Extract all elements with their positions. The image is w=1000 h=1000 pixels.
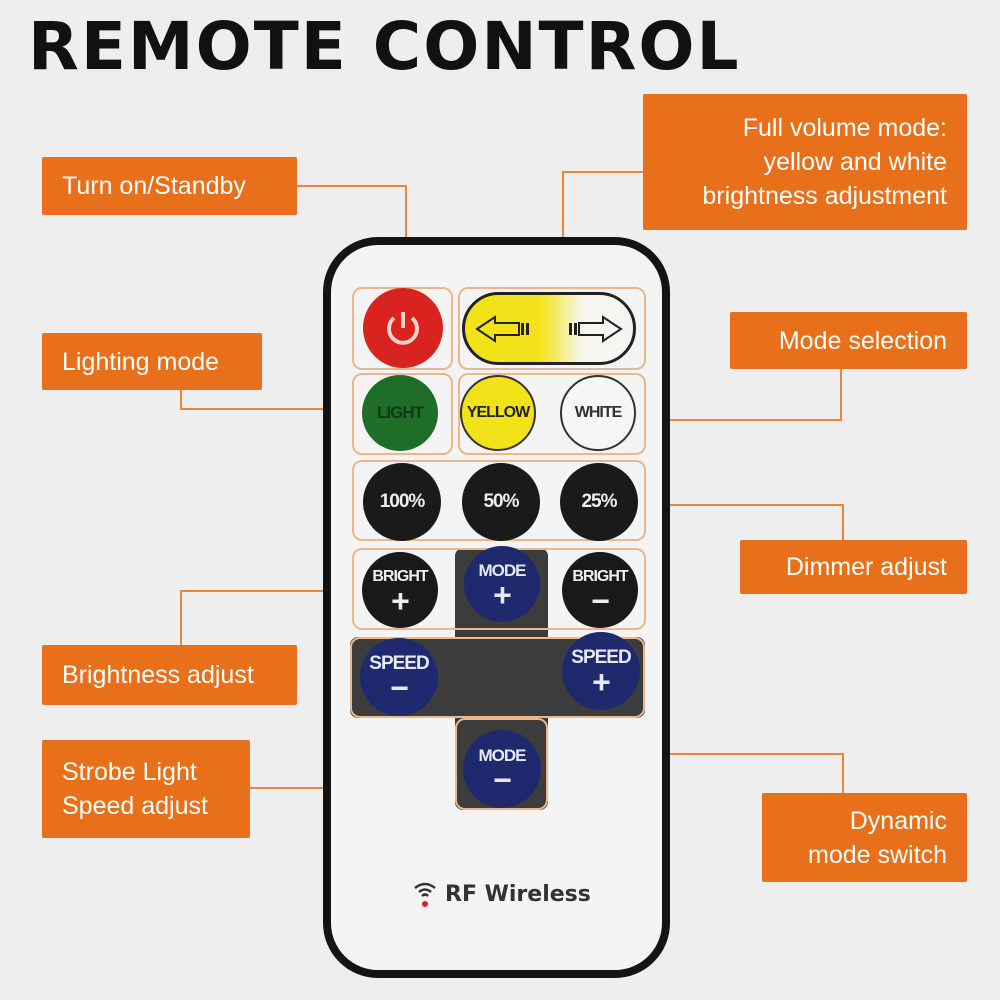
connector-line [842,504,844,540]
page-title: REMOTE CONTROL [28,8,741,85]
group-arrows [458,287,646,370]
speed-minus-button[interactable]: SPEED− [360,638,438,716]
callout-power: Turn on/Standby [42,157,297,215]
rf-wireless-text: RF Wireless [445,881,591,907]
arrow-right-icon[interactable] [563,314,623,344]
wireless-icon [414,882,436,907]
group-colors [458,373,646,455]
connector-line [562,171,643,173]
dimmer-100-button[interactable]: 100% [363,463,441,541]
mode-plus-button[interactable]: MODE+ [464,546,540,622]
arrow-left-icon[interactable] [475,314,535,344]
connector-line [842,754,844,793]
group-light [352,373,453,455]
callout-brightness: Brightness adjust [42,645,297,705]
connector-line [646,504,844,506]
bright-minus-button[interactable]: BRIGHT− [562,552,638,628]
rf-wireless-label: RF Wireless [413,880,591,908]
callout-mode-selection: Mode selection [730,312,967,369]
connector-line [180,590,352,592]
white-button[interactable]: WHITE [560,375,636,451]
connector-line [250,787,392,789]
group-mode-minus [455,718,548,810]
connector-line [180,408,352,410]
connector-line [297,185,407,187]
bright-plus-button[interactable]: BRIGHT+ [362,552,438,628]
light-button[interactable]: LIGHT [362,375,438,451]
power-button[interactable] [363,288,443,368]
group-speed [350,637,645,718]
yellow-button[interactable]: YELLOW [460,375,536,451]
mode-minus-button[interactable]: MODE− [463,730,541,808]
connector-line [548,753,844,755]
connector-line [646,419,842,421]
connector-line [180,590,182,645]
power-icon [387,312,419,345]
connector-line [562,171,564,289]
callout-lighting-mode: Lighting mode [42,333,262,390]
connector-line [180,390,182,409]
callout-dimmer: Dimmer adjust [740,540,967,594]
connector-line [840,369,842,420]
color-temperature-rocker[interactable] [462,292,636,365]
dimmer-50-button[interactable]: 50% [462,463,540,541]
speed-plus-button[interactable]: SPEED+ [562,632,640,710]
dimmer-25-button[interactable]: 25% [560,463,638,541]
